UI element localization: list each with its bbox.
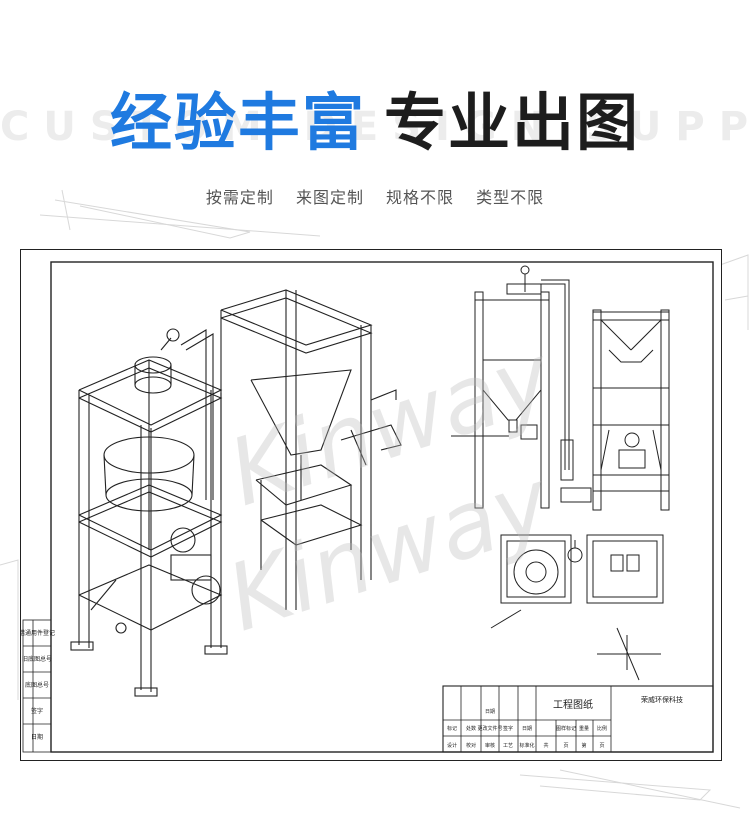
isometric-equipment — [70, 289, 402, 697]
title-block-title: 工程图纸 — [553, 698, 593, 711]
page-headline: 经验丰富专业出图 — [0, 78, 750, 168]
tag-on-demand: 按需定制 — [205, 188, 274, 207]
background-watermark: CUSTOM DESIGN SUPPORT — [0, 104, 750, 150]
headline-dark: 专业出图 — [384, 86, 641, 159]
strip-label-5: 日期 — [31, 733, 43, 741]
tb-row1-3: 更改文件号 — [477, 725, 502, 732]
plan-view — [490, 534, 664, 681]
tag-any-type: 类型不限 — [476, 188, 545, 207]
tb-left-4: 工艺 — [503, 743, 513, 749]
engineering-drawing-sheet: 借通用件登记 旧底图总号 底图总号 签字 日期 — [20, 249, 722, 761]
tb-row3-2: 页 — [563, 743, 568, 749]
tb-row2-2: 重量 — [579, 725, 589, 732]
front-elevation-view — [451, 265, 592, 509]
tb-row3-4: 页 — [599, 743, 604, 749]
tb-left-5: 标准化 — [519, 742, 534, 749]
tag-by-drawing: 来图定制 — [295, 188, 364, 207]
title-block-company: 荣威环保科技 — [641, 695, 683, 704]
strip-label-3: 底图总号 — [25, 681, 49, 689]
tb-row1-5: 日期 — [522, 726, 532, 732]
strip-label-4: 签字 — [31, 707, 43, 715]
tb-row1-4: 签字 — [503, 725, 513, 732]
tb-row3-3: 第 — [581, 742, 586, 749]
side-elevation-view — [592, 309, 670, 511]
tb-row2-3: 比例 — [597, 725, 607, 732]
tb-left-1: 设计 — [447, 742, 457, 749]
strip-label-1: 借通用件登记 — [21, 629, 55, 637]
tag-any-spec: 规格不限 — [386, 188, 455, 207]
engineering-drawing: 借通用件登记 旧底图总号 底图总号 签字 日期 — [21, 261, 714, 753]
tb-row1-1: 标记 — [447, 725, 457, 732]
tb-row3-1: 共 — [543, 742, 548, 749]
strip-label-2: 旧底图总号 — [22, 655, 52, 663]
tb-left-3: 审核 — [485, 742, 495, 749]
tb-left-6: 日期 — [485, 709, 495, 715]
tb-row1-2: 处数 — [466, 725, 476, 732]
headline-blue: 经验丰富 — [109, 86, 366, 159]
left-strip — [22, 619, 52, 753]
subtitle-tags: 按需定制 来图定制 规格不限 类型不限 — [0, 184, 750, 208]
title-block — [442, 685, 714, 753]
tb-row2-1: 图样标记 — [556, 725, 576, 732]
tb-left-2: 校对 — [466, 742, 476, 749]
